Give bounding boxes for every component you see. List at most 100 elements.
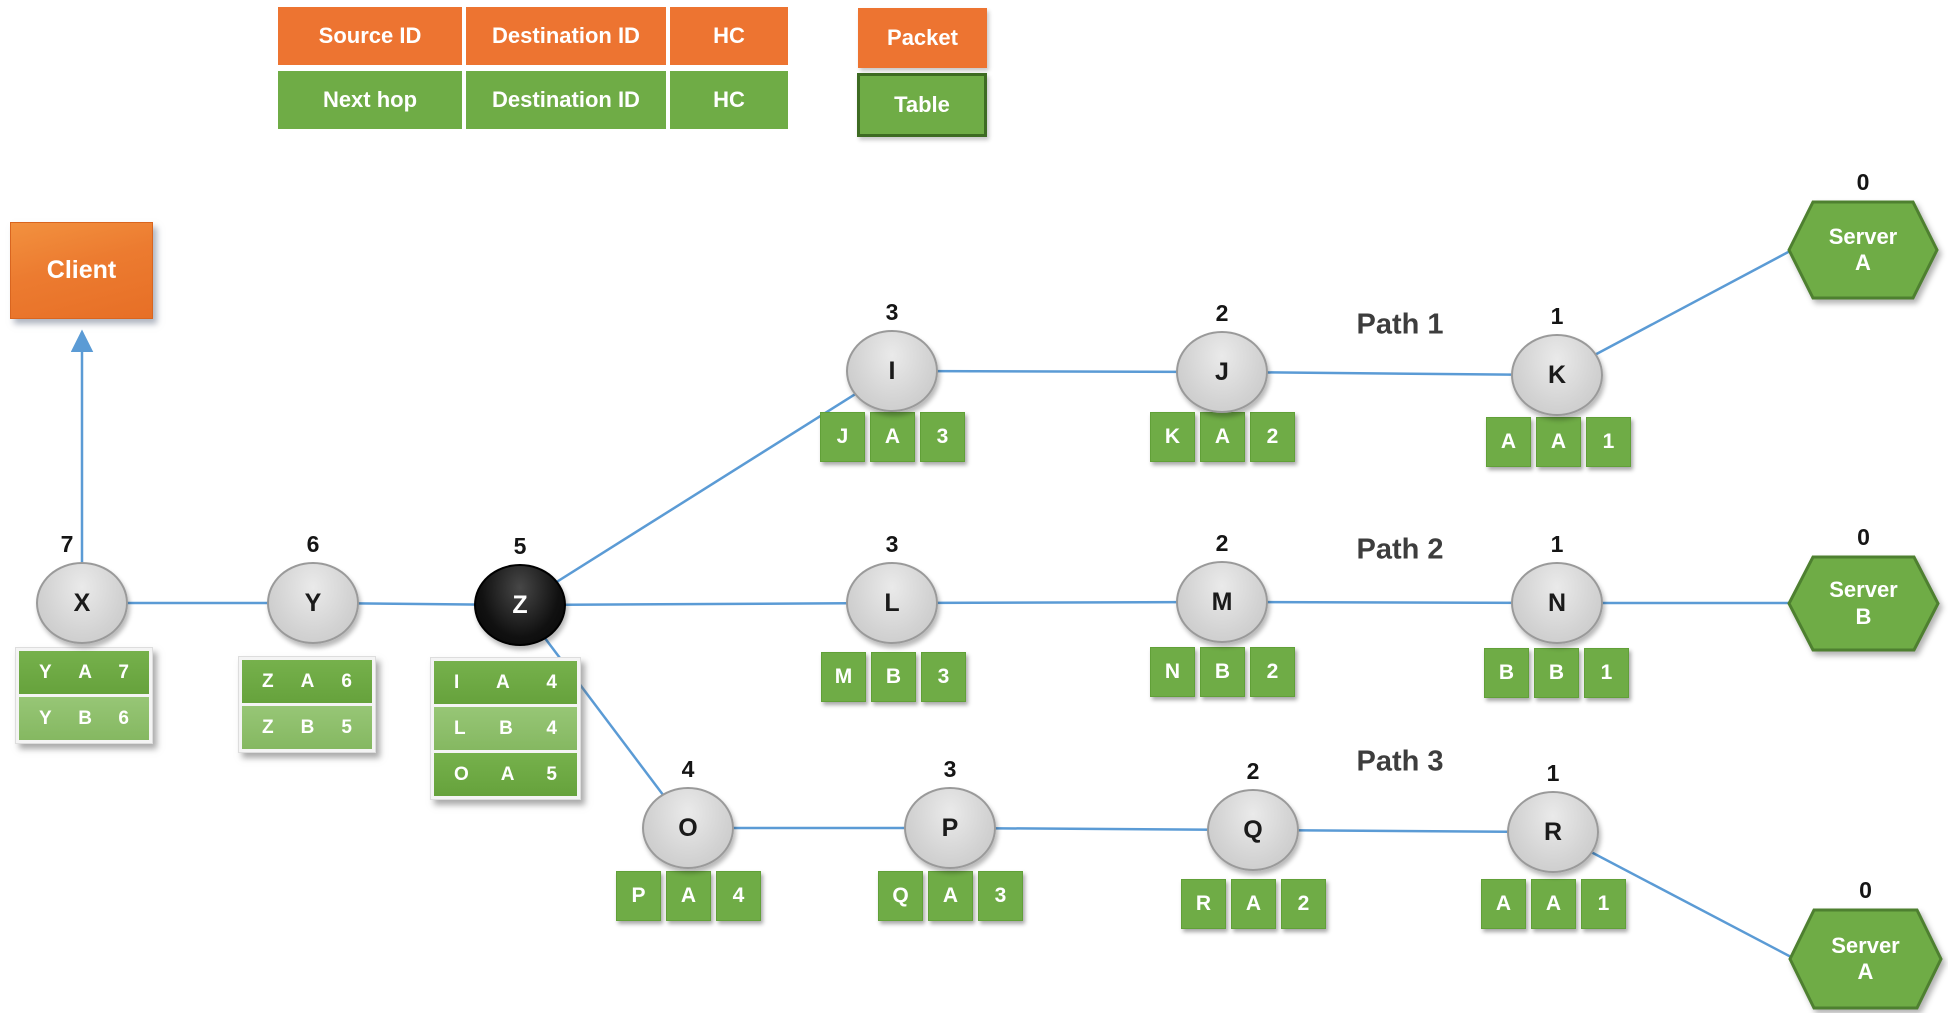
- hop-count-R: 1: [1546, 760, 1560, 786]
- table-cell: 2: [1281, 879, 1326, 929]
- table-key-box: Table: [857, 73, 987, 137]
- table-cell: A: [666, 871, 711, 921]
- node-label-Z: Z: [512, 590, 528, 619]
- table-cell: I: [454, 671, 460, 693]
- table-cell: A: [1200, 412, 1245, 462]
- table-cell: B: [871, 652, 916, 702]
- server-hexagon-shape: [1787, 555, 1940, 652]
- table-cell: 7: [118, 661, 129, 683]
- table-cell: B: [300, 716, 315, 738]
- table-cell: A: [1481, 879, 1526, 929]
- link-p-q: [949, 826, 1254, 832]
- node-P: P: [904, 787, 996, 869]
- table-cell: 2: [1250, 647, 1295, 697]
- table-cell: B: [1484, 648, 1529, 698]
- table-field-2: HC: [670, 71, 788, 129]
- table-cell: 5: [341, 716, 352, 738]
- node-label-Y: Y: [304, 588, 322, 617]
- table-cell: A: [928, 871, 973, 921]
- table-cell: A: [1231, 879, 1276, 929]
- table-cell: B: [1200, 647, 1245, 697]
- link-r-servera: [1552, 830, 1794, 960]
- server-name-line1: Server: [1828, 223, 1898, 249]
- table-cell: 4: [546, 671, 557, 693]
- table-field-1: Destination ID: [466, 71, 666, 129]
- node-Q: Q: [1207, 789, 1299, 871]
- table-cell: K: [1150, 412, 1195, 462]
- link-l-m: [891, 600, 1223, 605]
- link-m-n: [1221, 600, 1558, 605]
- table-cell: A: [1536, 417, 1581, 467]
- hop-count-Q: 2: [1246, 758, 1260, 784]
- hop-count-Y: 6: [306, 531, 320, 557]
- hop-count-server-a-top: 0: [1856, 169, 1870, 195]
- hop-count-K: 1: [1550, 303, 1564, 329]
- link-z-i: [519, 369, 893, 607]
- hop-count-server-a-bottom: 0: [1859, 877, 1872, 903]
- server-hexagon-icon: [1788, 908, 1943, 1010]
- table-cell: 4: [546, 717, 557, 739]
- table-cell: A: [78, 661, 92, 683]
- hop-count-P: 3: [943, 756, 957, 782]
- table-cell: B: [1534, 648, 1579, 698]
- table-row: Y A 7: [19, 651, 149, 694]
- node-label-P: P: [941, 813, 959, 842]
- node-label-O: O: [678, 813, 698, 842]
- link-z-o: [519, 604, 689, 829]
- node-K: K: [1511, 334, 1603, 416]
- table-row: I A 4: [434, 661, 577, 704]
- node-label-R: R: [1543, 817, 1563, 846]
- node-label-X: X: [73, 588, 91, 617]
- node-label-J: J: [1215, 357, 1229, 386]
- table-field-0: Next hop: [278, 71, 462, 129]
- table-cell: 3: [978, 871, 1023, 921]
- table-cell: Y: [39, 661, 52, 683]
- server-name-line2: A: [1857, 959, 1874, 984]
- server-hexagon-icon: [1787, 200, 1939, 300]
- node-J: J: [1176, 331, 1268, 413]
- node-I: I: [846, 330, 938, 412]
- table-cell: 3: [921, 652, 966, 702]
- table-cell: 2: [1250, 412, 1295, 462]
- table-cell: 1: [1584, 648, 1629, 698]
- table-cell: B: [78, 707, 92, 729]
- table-cell: A: [500, 763, 515, 785]
- node-label-M: M: [1211, 587, 1233, 616]
- node-label-I: I: [888, 356, 896, 385]
- table-cell: 3: [920, 412, 965, 462]
- table-cell: 1: [1586, 417, 1631, 467]
- node-Y: Y: [267, 562, 359, 644]
- table-cell: Y: [39, 707, 52, 729]
- packet-field-2: HC: [670, 7, 788, 65]
- node-label-L: L: [884, 588, 900, 617]
- client-box: Client: [10, 222, 153, 319]
- node-O: O: [642, 787, 734, 869]
- path-label-2: Path 2: [1356, 533, 1444, 566]
- link-i-j: [891, 369, 1223, 374]
- node-label-K: K: [1547, 360, 1567, 389]
- server-name-line1: Server: [1831, 932, 1900, 958]
- table-cell: A: [495, 671, 510, 693]
- hop-count-Z: 5: [513, 533, 527, 559]
- table-cell: 6: [118, 707, 129, 729]
- node-N: N: [1511, 562, 1603, 644]
- table-cell: Q: [878, 871, 923, 921]
- link-z-l: [519, 601, 893, 607]
